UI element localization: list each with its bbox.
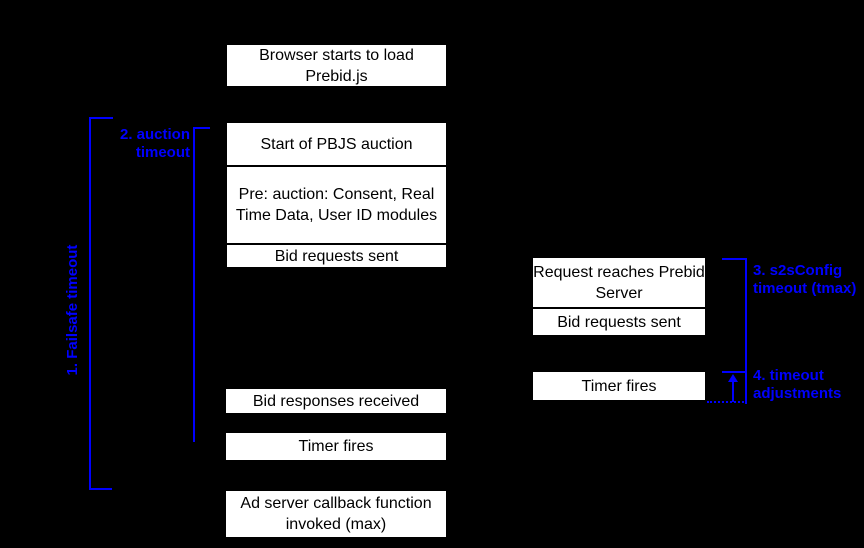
- adjustment-dotted-baseline: [707, 401, 747, 403]
- box-ad-server-callback: Ad server callback function invoked (max…: [226, 491, 446, 537]
- failsafe-bracket-bottom-tick: [89, 488, 112, 490]
- adjustment-arrow-up-icon: [728, 374, 738, 382]
- box-browser-load: Browser starts to load Prebid.js: [227, 45, 446, 86]
- auction-bracket-top-tick: [193, 127, 210, 129]
- failsafe-timeout-label: 1. Failsafe timeout: [64, 244, 81, 376]
- box-request-reaches-server: Request reaches Prebid Server: [533, 258, 705, 307]
- box-timer-fires-server: Timer fires: [533, 372, 705, 400]
- auction-group: Start of PBJS auction Pre: auction: Cons…: [227, 123, 446, 267]
- auction-bracket-line: [193, 127, 195, 442]
- adjustment-arrow-shaft: [732, 381, 734, 402]
- box-bid-responses-received: Bid responses received: [226, 389, 446, 413]
- box-bid-requests-sent-server: Bid requests sent: [533, 307, 705, 335]
- s2s-bracket-top-tick: [722, 258, 747, 260]
- s2s-bracket-mid-tick: [722, 371, 747, 373]
- failsafe-bracket-top-tick: [89, 117, 113, 119]
- server-request-group: Request reaches Prebid Server Bid reques…: [533, 258, 705, 335]
- box-start-of-auction: Start of PBJS auction: [227, 123, 446, 165]
- box-pre-auction-modules: Pre: auction: Consent, Real Time Data, U…: [227, 165, 446, 243]
- failsafe-bracket-line: [89, 117, 91, 490]
- auction-timeout-label: 2. auction timeout: [119, 126, 190, 161]
- box-bid-requests-sent-client: Bid requests sent: [227, 243, 446, 267]
- s2s-bracket-line: [745, 258, 747, 404]
- s2s-config-timeout-label: 3. s2sConfig timeout (tmax): [753, 262, 857, 297]
- timeout-adjustments-label: 4. timeout adjustments: [753, 367, 842, 402]
- box-timer-fires-client: Timer fires: [226, 433, 446, 460]
